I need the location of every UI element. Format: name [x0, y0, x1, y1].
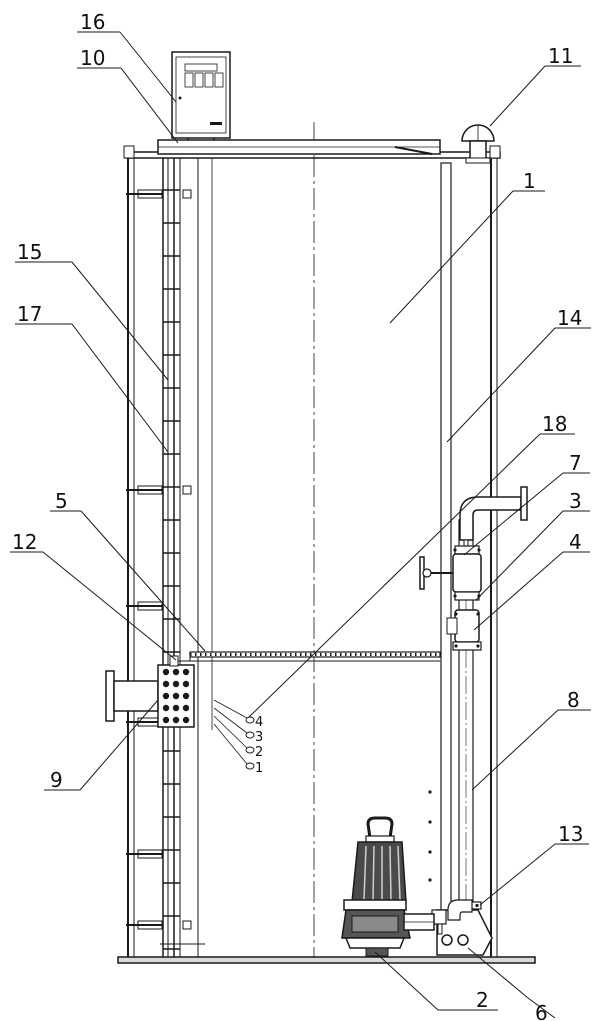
flange-bolt [172, 668, 180, 676]
flange-bolt [182, 716, 190, 724]
callout-14: 14 [557, 306, 582, 330]
float-cable-guide [160, 158, 213, 957]
flange-bolt [182, 704, 190, 712]
callout-9: 9 [50, 768, 63, 792]
flange-bolt [162, 668, 170, 676]
vent-mushroom [461, 124, 495, 164]
callout-11: 11 [548, 44, 573, 68]
service-platform [175, 651, 441, 662]
callout-15: 15 [17, 240, 42, 264]
callout-12: 12 [12, 530, 37, 554]
level-marker-dots [428, 790, 432, 882]
callout-16: 16 [80, 10, 105, 34]
float-switches: 4 3 2 1 [213, 699, 263, 776]
duck-foot-coupling [431, 899, 493, 956]
flange-bolt [172, 704, 180, 712]
callout-4: 4 [569, 530, 582, 554]
flange-bolt [162, 692, 170, 700]
callout-labels: 16 10 11 1 15 14 17 18 7 3 5 4 12 9 8 13… [12, 10, 583, 1021]
outlet-elbow [459, 486, 528, 547]
flange-bolt [182, 668, 190, 676]
flange-bolt [162, 704, 170, 712]
callout-13: 13 [558, 822, 583, 846]
float-label-1: 1 [255, 761, 263, 776]
flange-bolt [182, 680, 190, 688]
cable-clip [182, 485, 192, 495]
wall-brackets [126, 189, 192, 930]
tank-cover [157, 139, 441, 155]
flange-bolt [162, 680, 170, 688]
ladder [162, 158, 181, 957]
float-label-2: 2 [255, 745, 263, 760]
flange-bolt [162, 716, 170, 724]
callout-8: 8 [567, 688, 580, 712]
flange-bolt [182, 692, 190, 700]
guide-rail [440, 162, 452, 944]
callout-2: 2 [476, 988, 489, 1012]
callout-17: 17 [17, 302, 42, 326]
flange-bolt [172, 716, 180, 724]
cable-clip [182, 189, 192, 199]
float-label-3: 3 [255, 730, 263, 745]
inlet-flange-bolts [162, 668, 190, 724]
float-label-4: 4 [255, 715, 263, 730]
callout-1: 1 [523, 169, 536, 193]
control-cabinet [171, 51, 231, 140]
callout-7: 7 [569, 451, 582, 475]
flange-bolt [172, 680, 180, 688]
callout-10: 10 [80, 46, 105, 70]
inlet-pipe [105, 655, 195, 728]
callout-leaders [10, 31, 591, 1019]
callout-6: 6 [535, 1001, 548, 1021]
flange-bolt [172, 692, 180, 700]
callout-3: 3 [569, 489, 582, 513]
base-plate [117, 956, 536, 964]
callout-5: 5 [55, 489, 68, 513]
check-valve [446, 609, 482, 651]
submersible-pump [341, 816, 435, 957]
callout-18: 18 [542, 412, 567, 436]
cable-clip [182, 920, 192, 930]
gate-valve [419, 545, 482, 601]
